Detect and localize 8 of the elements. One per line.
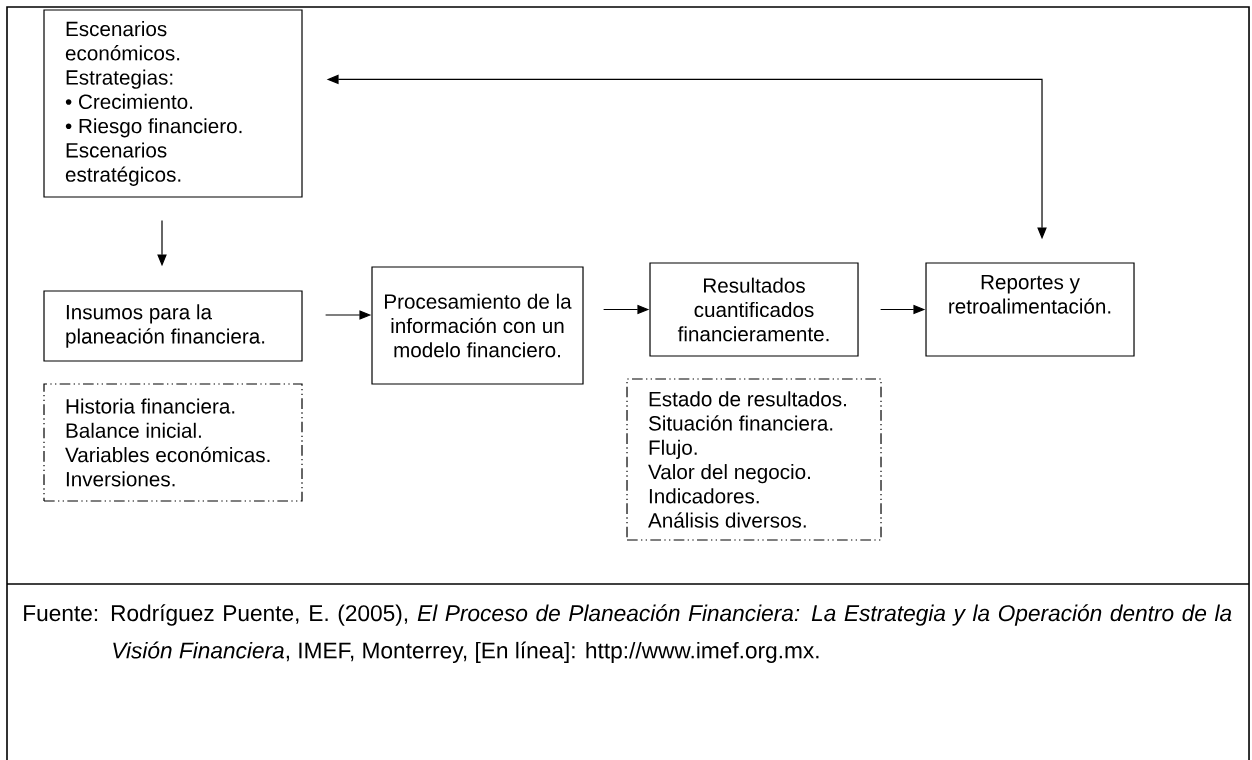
process-box: Escenarios económicos. Estrategias: • Crecimiento. • Riesgo financiero. Escenarios estratégicos.: [43, 9, 303, 198]
process-box: Resultados cuantificados financieramente.: [649, 262, 859, 357]
caption: Fuente: Rodríguez Puente, E. (2005), El Proceso de Planeación Financiera: La Estrategia y la Operación dentro de la Visión Financiera, IMEF, Monterrey, [En línea]: http://www.imef.org.mx.: [24, 604, 1232, 663]
process-box: Procesamiento de la información con un modelo financiero.: [371, 266, 584, 385]
note-box: Historia financiera. Balance inicial. Variables económicas. Inversiones.: [43, 383, 303, 502]
process-box: Reportes y retroalimentación.: [925, 262, 1135, 357]
process-box: Insumos para la planeación financiera.: [43, 290, 303, 362]
note-box: Estado de resultados. Situación financiera. Flujo. Valor del negocio. Indicadores. Análisis diversos.: [626, 378, 882, 541]
